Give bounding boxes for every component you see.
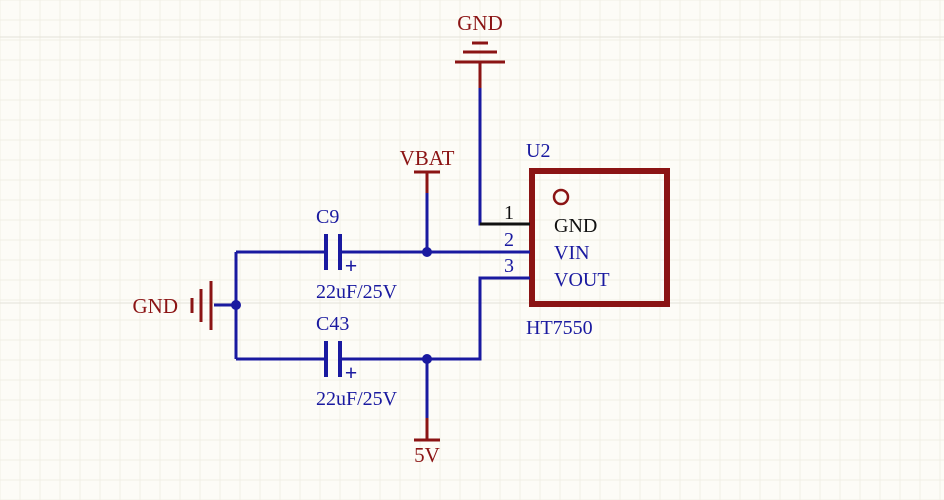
- pin2-number: 2: [504, 229, 514, 251]
- pin1-name: GND: [554, 215, 597, 237]
- junction-gnd-left: [231, 300, 241, 310]
- c43-polarity: +: [345, 360, 358, 385]
- pin1-indicator-icon: [552, 188, 570, 206]
- gnd-top-label: GND: [457, 11, 503, 35]
- power-5v[interactable]: [414, 418, 440, 442]
- gnd-left-label: GND: [133, 294, 179, 318]
- pin3-number: 3: [504, 255, 514, 277]
- ic-u2[interactable]: 1 2 3 GND VIN VOUT: [480, 168, 670, 307]
- c43-designator: C43: [316, 313, 349, 335]
- v5-label: 5V: [414, 443, 440, 467]
- junctions: [231, 247, 432, 364]
- ic-part-number: HT7550: [526, 317, 593, 339]
- vbat-label: VBAT: [400, 146, 455, 170]
- c9-designator: C9: [316, 206, 339, 228]
- c9-value: 22uF/25V: [316, 281, 398, 303]
- ic-body: [529, 168, 670, 307]
- capacitor-c43[interactable]: + C43 22uF/25V: [316, 313, 398, 410]
- junction-vbat: [422, 247, 432, 257]
- c9-polarity: +: [345, 253, 358, 278]
- junction-5v: [422, 354, 432, 364]
- power-vbat[interactable]: [414, 170, 440, 193]
- wire-gnd-to-pin1[interactable]: [478, 88, 500, 226]
- pin2-name: VIN: [554, 242, 590, 264]
- c43-value: 22uF/25V: [316, 388, 398, 410]
- power-gnd-left[interactable]: [190, 281, 213, 330]
- pin3-name: VOUT: [554, 269, 610, 291]
- pin1-number: 1: [504, 202, 514, 224]
- capacitor-c9[interactable]: + C9 22uF/25V: [316, 206, 398, 303]
- power-gnd-top[interactable]: [455, 41, 505, 88]
- ic-designator: U2: [526, 140, 550, 162]
